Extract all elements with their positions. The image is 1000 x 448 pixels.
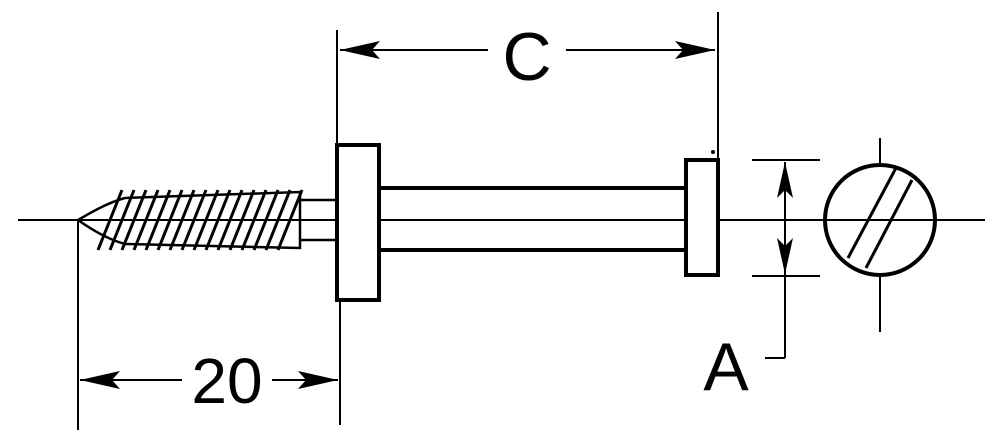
reference-dot xyxy=(711,150,715,154)
thread-crest-line xyxy=(264,189,292,251)
flange-left xyxy=(335,143,381,302)
thread-crest-line xyxy=(96,189,124,251)
dim-c-arrow-right xyxy=(675,41,715,59)
thread-crest-line xyxy=(216,189,244,251)
dim-c-arrow-left xyxy=(340,41,380,59)
thread-crest-line xyxy=(108,189,136,251)
thread-crest-line xyxy=(192,189,220,251)
thread-crest-line xyxy=(156,189,184,251)
thread-crest-line xyxy=(252,189,280,251)
screw-thread xyxy=(75,189,304,251)
thread-crest-line xyxy=(180,189,208,251)
thread-crest-line xyxy=(204,189,232,251)
dim-a-arrow-bottom xyxy=(777,238,793,274)
thread-crest-line xyxy=(228,189,256,251)
dim-20-arrow-left xyxy=(80,371,120,389)
thread-crest-line xyxy=(132,189,160,251)
thread-crest-line xyxy=(168,189,196,251)
thread-crest-line xyxy=(240,189,268,251)
end-view-section-hatch xyxy=(846,167,914,269)
thread-crest-line xyxy=(144,189,172,251)
dim-a-arrow-top xyxy=(777,162,793,198)
dim-c-label: C xyxy=(502,19,551,95)
dim-20-arrow-right xyxy=(298,371,338,389)
thread-crest-line xyxy=(276,189,304,251)
end-cap-right xyxy=(684,158,720,277)
dim-a-label: A xyxy=(703,329,749,405)
thread-crest-line xyxy=(120,189,148,251)
dim-20-label: 20 xyxy=(191,345,262,417)
